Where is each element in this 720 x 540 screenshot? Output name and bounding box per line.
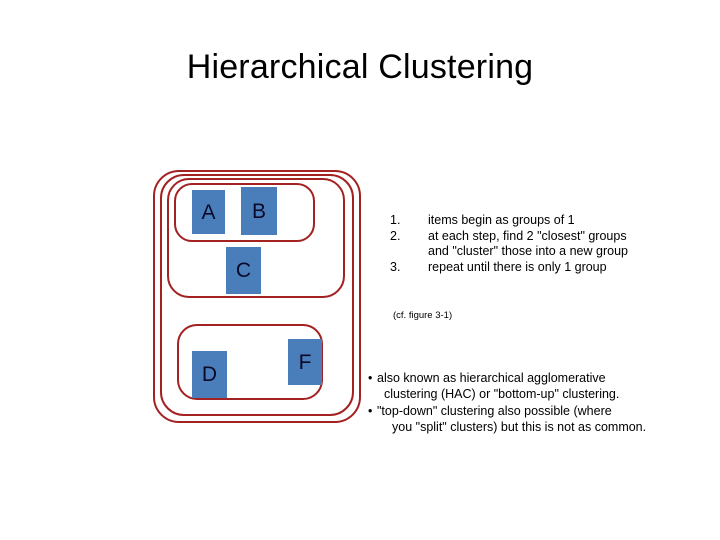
note-item-1: • also known as hierarchical agglomerativ… (368, 370, 716, 402)
cluster-diagram: A B C D F (148, 165, 368, 423)
algorithm-steps-list: 1. items begin as groups of 1 2. at each… (390, 213, 700, 275)
step-number-3: 3. (390, 259, 401, 274)
note-item-1-line-1: • also known as hierarchical agglomerativ… (368, 370, 716, 386)
cluster-ring-ab (174, 183, 315, 242)
step-text-3: repeat until there is only 1 group (428, 259, 607, 274)
cluster-ring-abc-df (160, 174, 354, 416)
step-text-2-continuation: and "cluster" those into a new group (428, 244, 628, 258)
note-item-2-line-1: • "top-down" clustering also possible (wh… (368, 403, 716, 419)
cluster-ring-all (153, 170, 361, 423)
step-item-2: 2. at each step, find 2 "closest" groups (390, 229, 700, 245)
note-item-1-text-1: also known as hierarchical agglomerative (377, 371, 606, 385)
cluster-item-c: C (226, 247, 261, 294)
cluster-item-f: F (288, 339, 322, 385)
note-item-2-text-1: "top-down" clustering also possible (whe… (377, 404, 612, 418)
note-item-2: • "top-down" clustering also possible (wh… (368, 403, 716, 435)
bullet-icon: • (368, 404, 373, 418)
cluster-item-b: B (241, 187, 277, 235)
note-item-2-line-2: you "split" clusters) but this is not as… (392, 420, 647, 434)
step-text-2: at each step, find 2 "closest" groups (428, 228, 627, 243)
note-item-1-line-2: clustering (HAC) or "bottom-up" clusteri… (384, 387, 620, 401)
step-item-1: 1. items begin as groups of 1 (390, 213, 700, 229)
step-item-3: 3. repeat until there is only 1 group (390, 260, 700, 276)
step-number-2: 2. (390, 228, 401, 243)
cluster-item-a: A (192, 190, 225, 234)
figure-reference-note: (cf. figure 3-1) (393, 310, 453, 321)
cluster-item-d: D (192, 351, 227, 398)
page-title: Hierarchical Clustering (186, 48, 534, 86)
step-text-1: items begin as groups of 1 (428, 213, 575, 227)
cluster-ring-df (177, 324, 323, 400)
notes-bullet-list: • also known as hierarchical agglomerativ… (368, 370, 716, 436)
bullet-icon: • (368, 371, 373, 385)
cluster-ring-abc (167, 178, 345, 298)
step-number-1: 1. (390, 213, 401, 227)
